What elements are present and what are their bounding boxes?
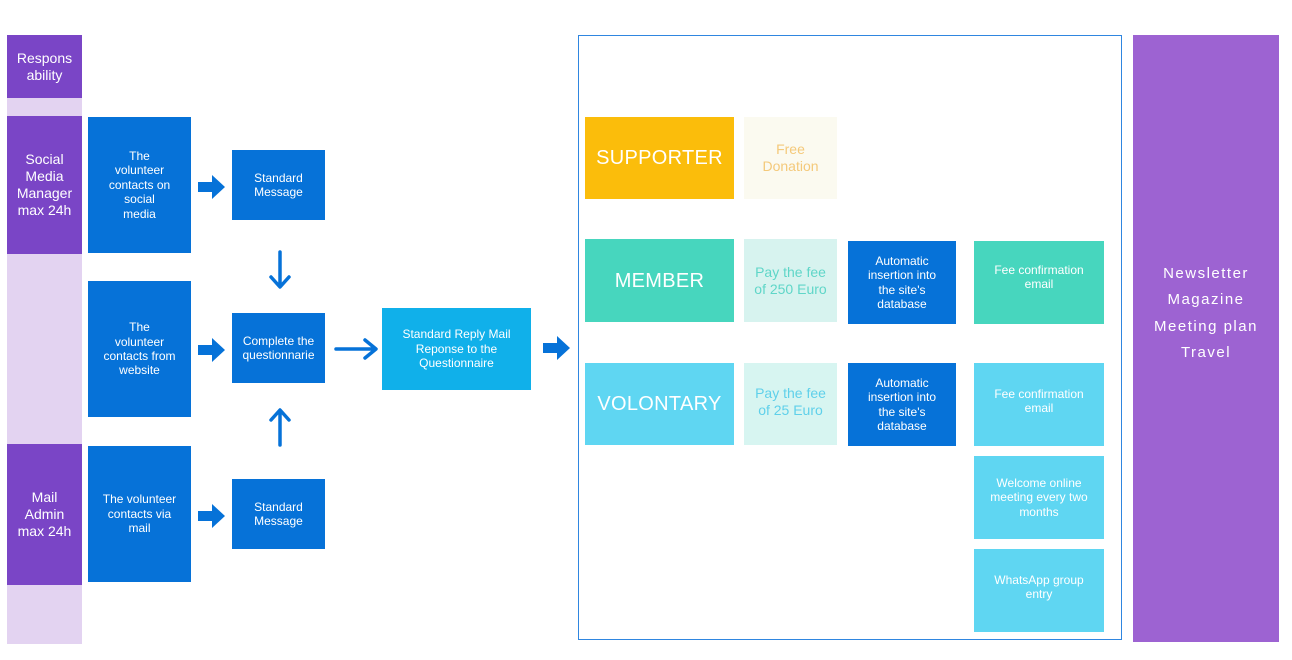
arrow-up-icon	[269, 408, 291, 447]
arrow-right-icon	[198, 175, 225, 199]
lane-background-top	[7, 98, 82, 116]
step-questionnaire: Complete the questionnarie	[232, 313, 325, 383]
arrow-right-icon	[198, 504, 225, 528]
lane-responsability: Respons ability	[7, 35, 82, 98]
volontary-fee-confirmation: Fee confirmation email	[974, 363, 1104, 446]
member-fee: Pay the fee of 250 Euro	[744, 239, 837, 322]
lane-social-media-manager: Social Media Manager max 24h	[7, 116, 82, 254]
outcome-member: MEMBER	[585, 239, 734, 322]
outcome-volontary: VOLONTARY	[585, 363, 734, 445]
arrow-right-icon	[198, 338, 225, 362]
volontary-fee: Pay the fee of 25 Euro	[744, 363, 837, 445]
step-mail-contact: The volunteer contacts via mail	[88, 446, 191, 582]
volontary-welcome-meeting: Welcome online meeting every two months	[974, 456, 1104, 539]
step-standard-message-top: Standard Message	[232, 150, 325, 220]
step-standard-message-bottom: Standard Message	[232, 479, 325, 549]
arrow-right-icon	[543, 336, 570, 360]
member-database-insertion: Automatic insertion into the site's data…	[848, 241, 956, 324]
final-benefits: Newsletter Magazine Meeting plan Travel	[1133, 35, 1279, 642]
arrow-right-icon	[334, 338, 378, 360]
outcomes-frame	[578, 35, 1122, 640]
outcome-supporter: SUPPORTER	[585, 117, 734, 199]
lane-background-bottom	[7, 585, 82, 644]
volontary-whatsapp-entry: WhatsApp group entry	[974, 549, 1104, 632]
lane-background-middle	[7, 254, 82, 444]
arrow-down-icon	[269, 250, 291, 289]
step-reply-mail: Standard Reply Mail Reponse to the Quest…	[382, 308, 531, 390]
volontary-database-insertion: Automatic insertion into the site's data…	[848, 363, 956, 446]
lane-mail-admin: Mail Admin max 24h	[7, 444, 82, 585]
step-social-contact: The volunteer contacts on social media	[88, 117, 191, 253]
step-website-contact: The volunteer contacts from website	[88, 281, 191, 417]
member-fee-confirmation: Fee confirmation email	[974, 241, 1104, 324]
supporter-free-donation: Free Donation	[744, 117, 837, 199]
